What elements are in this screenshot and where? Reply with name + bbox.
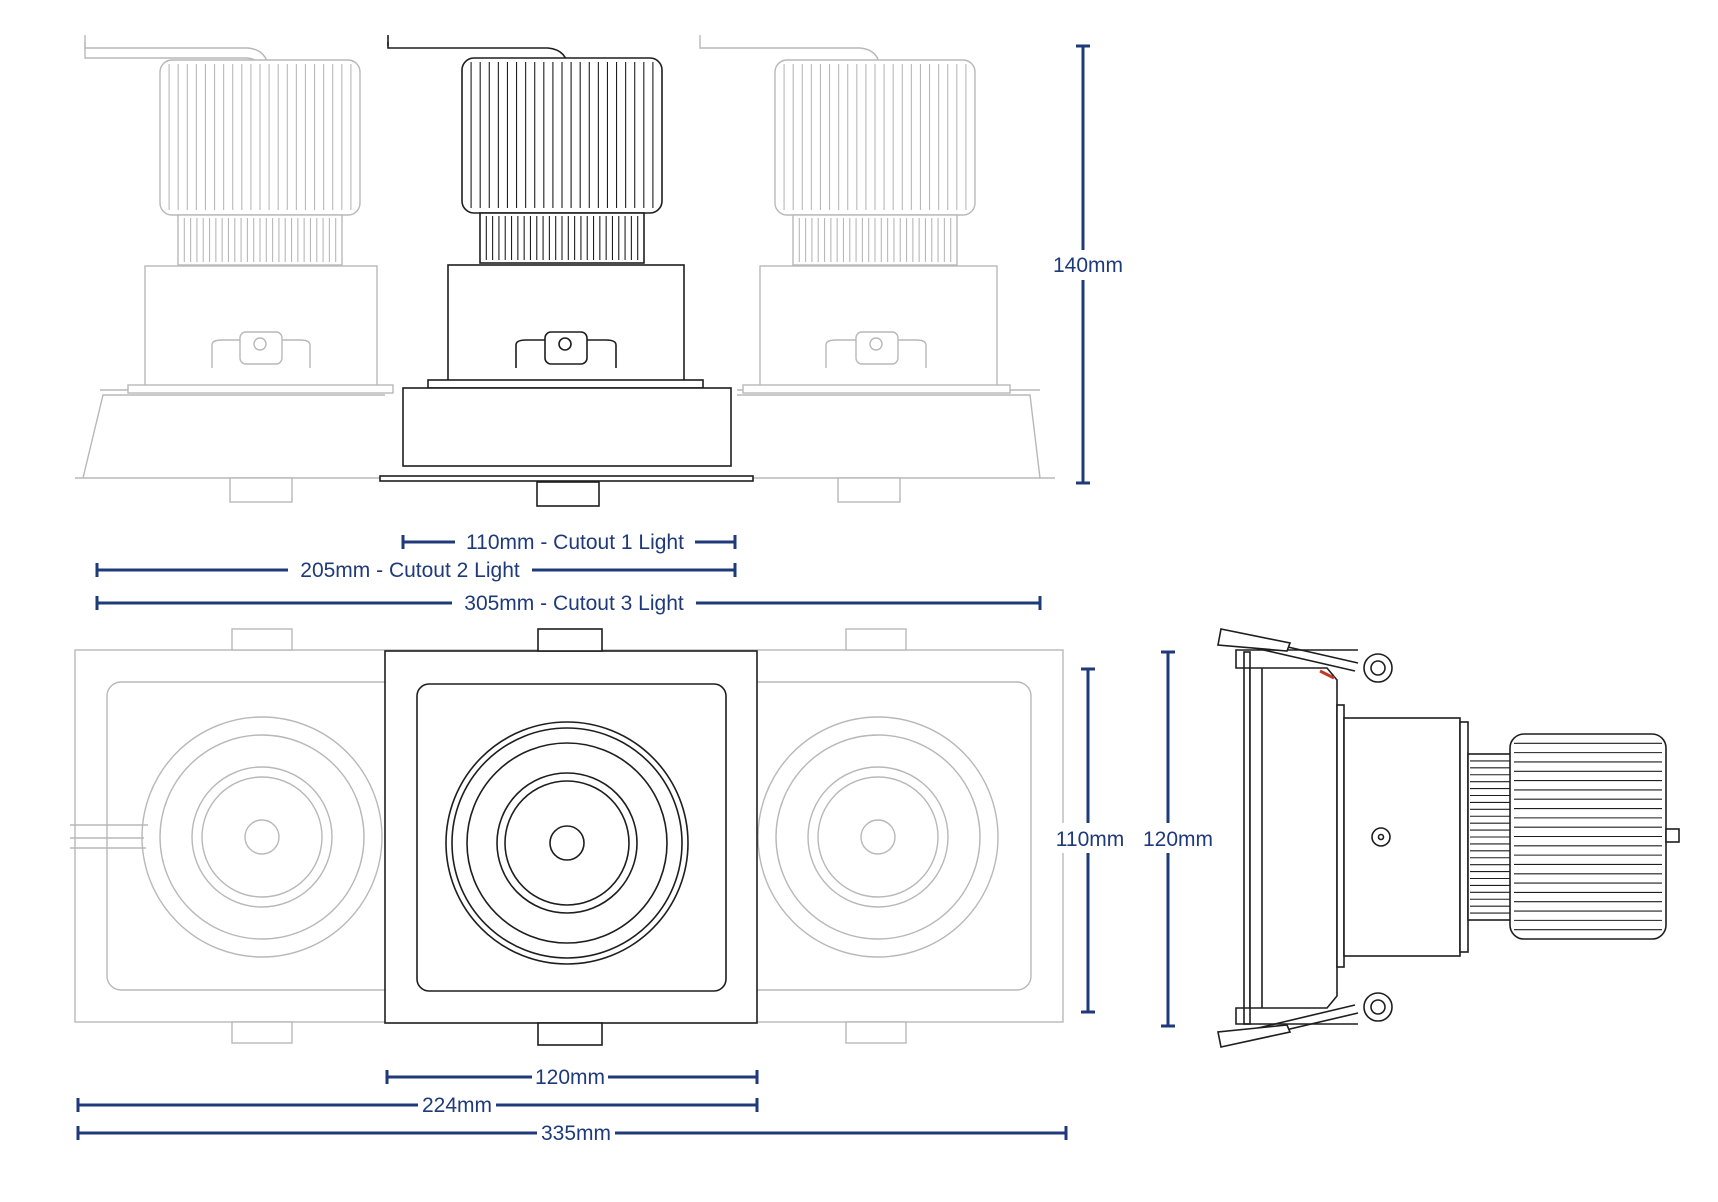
spring-clip-bottom: [1217, 992, 1393, 1048]
heatsink-neck-right: [798, 218, 952, 262]
front-view: 110mm 120mm 224mm 335mm: [70, 628, 1124, 1147]
fixture-right-elevation: [699, 35, 1011, 394]
lamp-left-front: [141, 716, 383, 958]
spring-clip-top: [1217, 628, 1393, 683]
dim-label-cutout-3: 305mm - Cutout 3 Light: [464, 592, 684, 615]
heatsink-fins-left: [168, 64, 352, 210]
dim-label-height-140: 140mm: [1053, 254, 1123, 277]
heatsink-neck-left: [183, 218, 337, 262]
dimension-width-224: 224mm: [76, 1091, 759, 1119]
side-elevation: 140mm: [75, 35, 1123, 507]
fixture-left-elevation: [84, 35, 394, 394]
dimension-face-110: 110mm: [1052, 667, 1124, 1014]
dimension-cutout-2: 205mm - Cutout 2 Light: [95, 556, 737, 584]
dimension-width-335: 335mm: [76, 1119, 1068, 1147]
dimension-side-120: 120mm: [1132, 650, 1213, 1028]
dimension-height-140: 140mm: [1050, 44, 1123, 485]
heatsink-neck-center: [485, 216, 639, 260]
side-heatsink-fins: [1514, 742, 1662, 931]
fixture-center-elevation: [379, 35, 754, 507]
dim-label-width-335: 335mm: [541, 1122, 611, 1145]
lamp-right-front: [757, 716, 999, 958]
lamp-center-front: [384, 628, 758, 1046]
dim-label-cutout-1: 110mm - Cutout 1 Light: [466, 531, 684, 554]
side-profile: 120mm: [1132, 628, 1680, 1048]
heatsink-fins-center: [470, 62, 654, 208]
dim-label-cutout-2: 205mm - Cutout 2 Light: [300, 559, 520, 582]
dimension-width-120: 120mm: [385, 1063, 759, 1091]
dim-label-face-110: 110mm: [1056, 828, 1124, 851]
dim-label-width-120: 120mm: [535, 1066, 605, 1089]
cutout-dimensions: 110mm - Cutout 1 Light 205mm - Cutout 2 …: [95, 528, 1042, 617]
dimension-cutout-3: 305mm - Cutout 3 Light: [95, 589, 1042, 617]
dim-label-width-224: 224mm: [422, 1094, 492, 1117]
dimension-cutout-1: 110mm - Cutout 1 Light: [401, 528, 737, 556]
side-heatsink-neck: [1470, 760, 1510, 914]
dim-label-side-120: 120mm: [1143, 828, 1213, 851]
heatsink-fins-right: [783, 64, 967, 210]
